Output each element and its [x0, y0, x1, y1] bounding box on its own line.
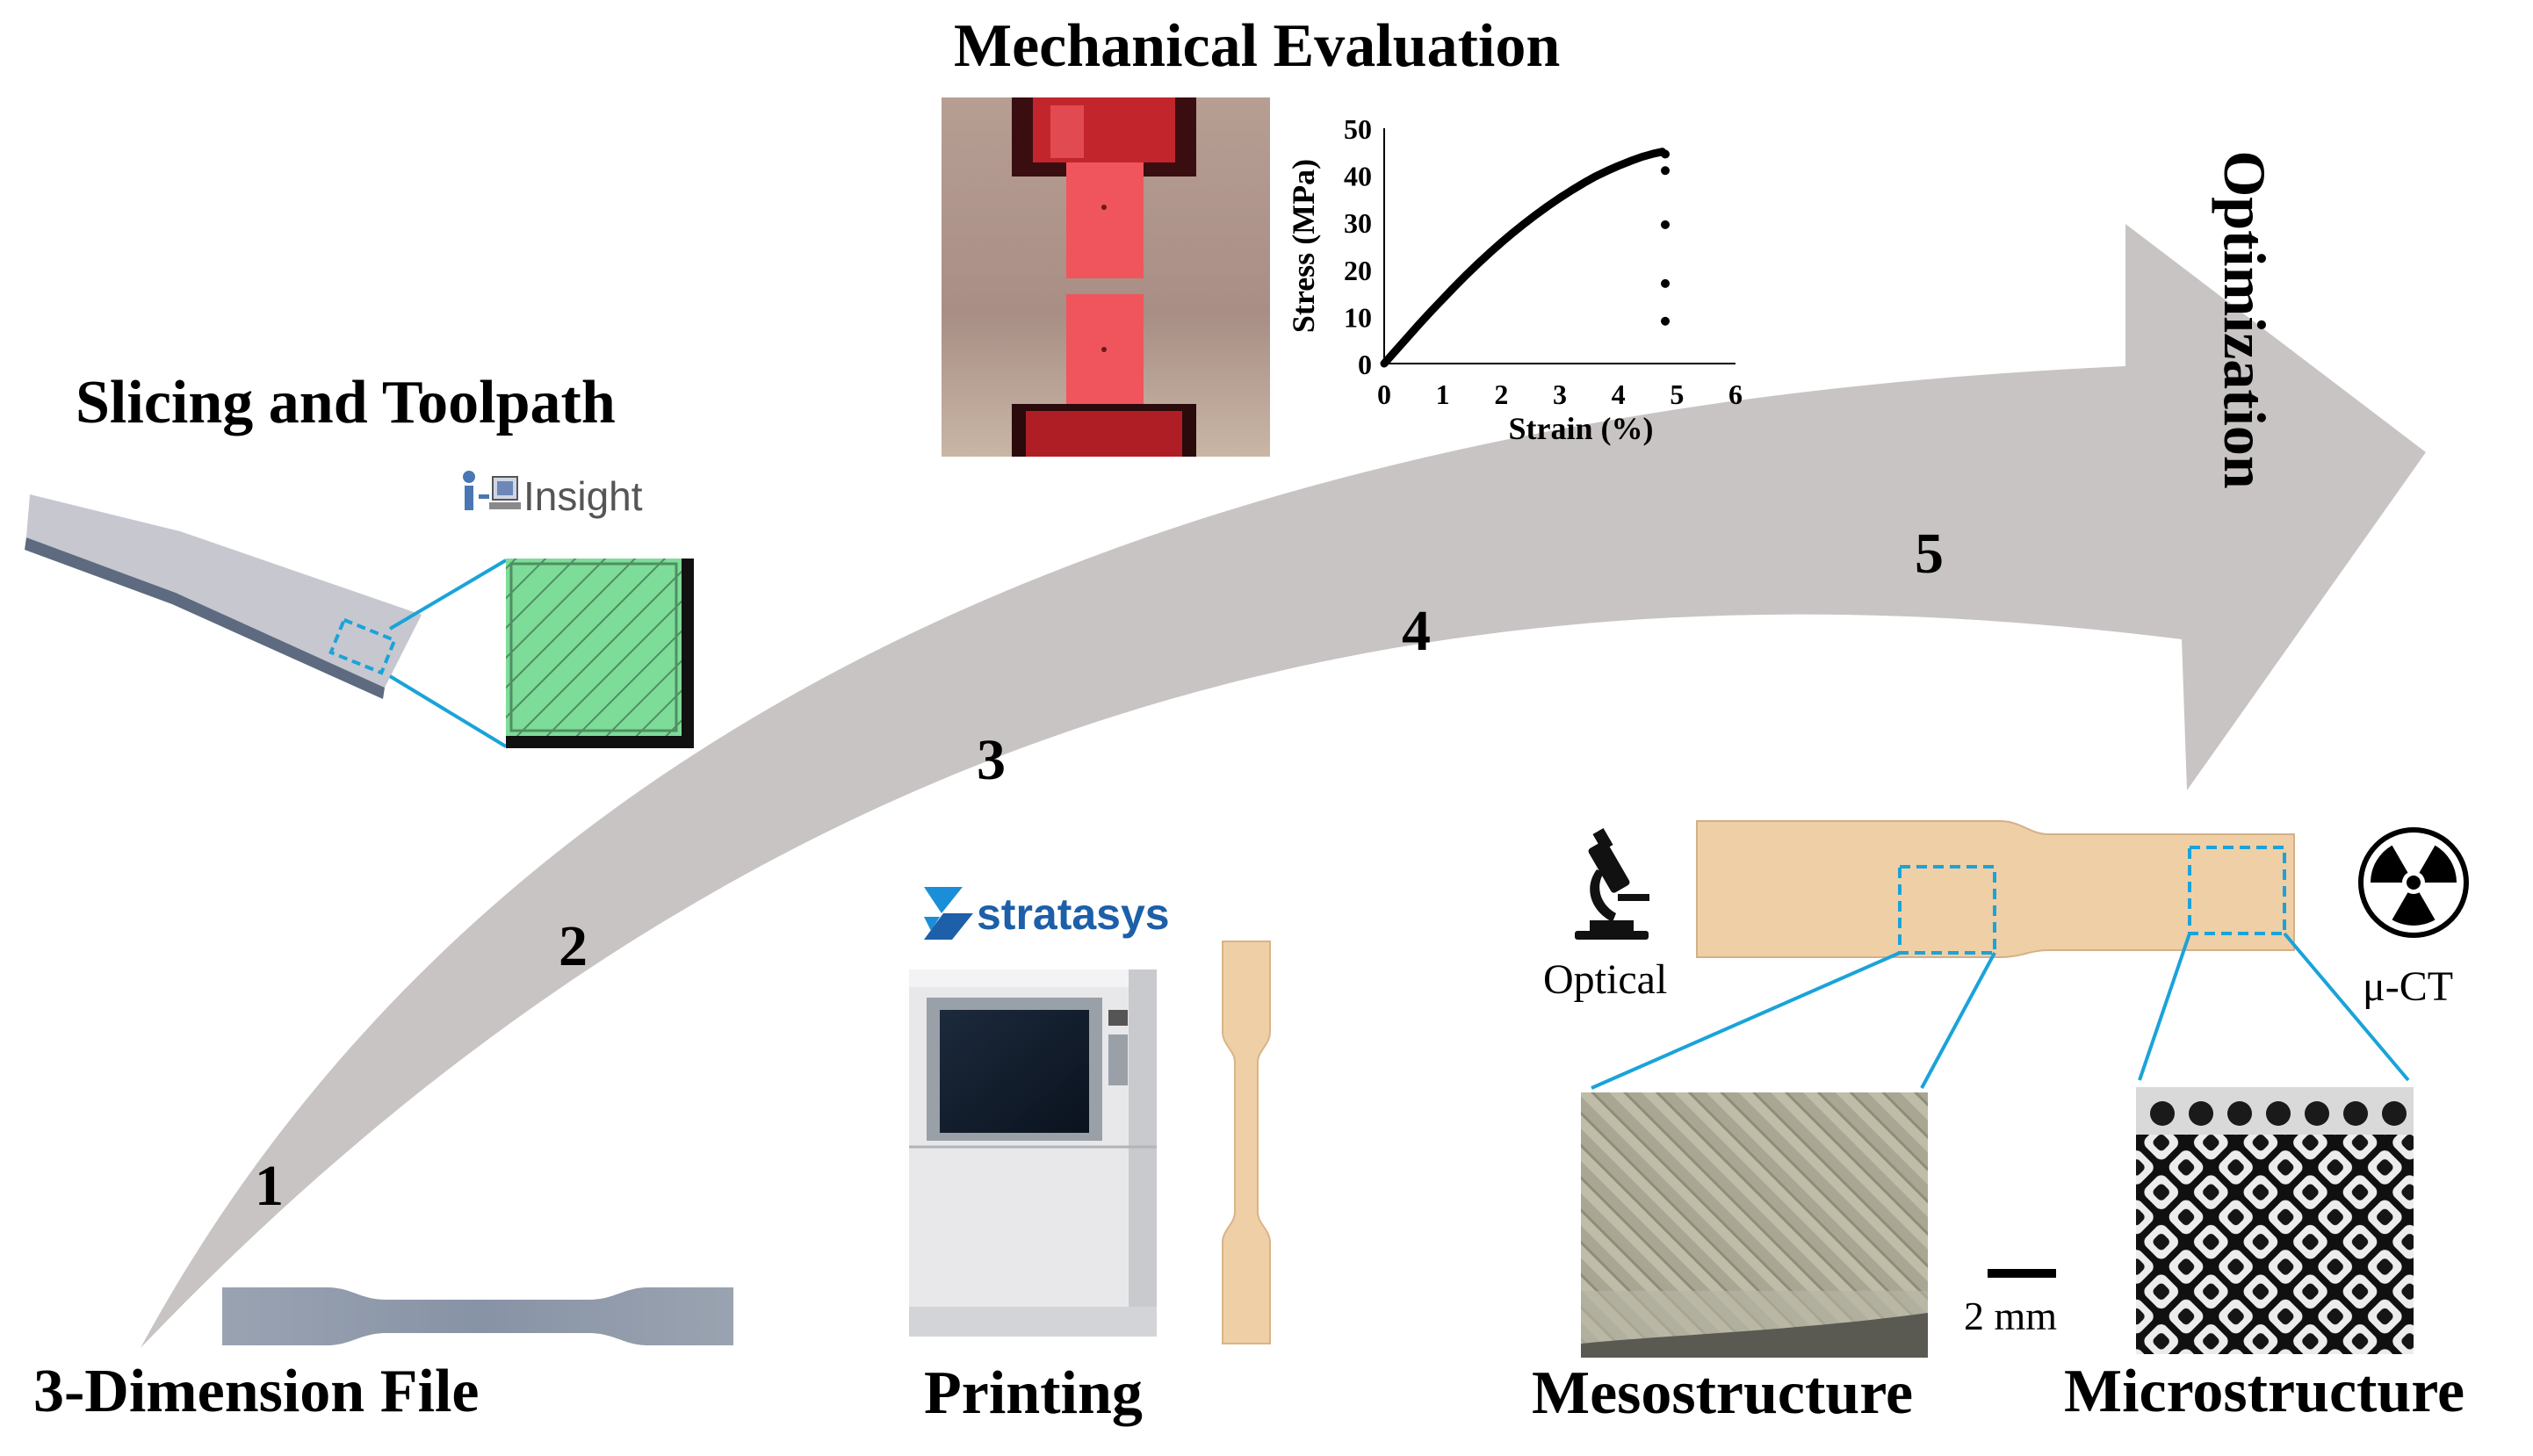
heading-printing: Printing — [924, 1359, 1143, 1427]
step-4: 4 — [1402, 599, 1431, 663]
chart-xlabel: Strain (%) — [1509, 411, 1654, 446]
printed-specimen — [1222, 941, 1271, 1344]
microstructure-image — [2136, 1087, 2414, 1354]
chart-point — [1661, 278, 1670, 288]
heading-mesostructure: Mesostructure — [1532, 1359, 1914, 1427]
heading-mechanical-evaluation: Mechanical Evaluation — [954, 12, 1561, 80]
label-micro-ct: μ-CT — [2363, 963, 2454, 1010]
chart-point — [1661, 316, 1670, 326]
insight-logo-text: Insight — [523, 473, 643, 519]
chart-xtick-label: 4 — [1612, 378, 1626, 410]
heading-slicing-toolpath: Slicing and Toolpath — [76, 369, 616, 436]
chart-point — [1661, 149, 1670, 159]
step-2: 2 — [559, 914, 588, 978]
chart-ytick-label: 0 — [1358, 349, 1372, 380]
step-3: 3 — [977, 728, 1006, 792]
chart-xtick-label: 5 — [1670, 378, 1684, 410]
chart-ylabel: Stress (MPa) — [1286, 159, 1321, 333]
sliced-specimen — [25, 494, 508, 748]
chart-point — [1661, 166, 1670, 176]
chart-ytick-label: 30 — [1344, 207, 1372, 239]
chart-ytick-label: 50 — [1344, 113, 1372, 145]
insight-logo-icon — [463, 471, 521, 510]
label-optical: Optical — [1543, 956, 1668, 1003]
stress-strain-chart: 0 10 20 30 40 50 0 1 2 3 4 5 6 Strain (%) Stress (M… — [1286, 113, 1743, 446]
label-scale-bar: 2 mm — [1964, 1294, 2058, 1338]
scale-bar — [1988, 1269, 2056, 1278]
chart-ytick-label: 40 — [1344, 161, 1372, 192]
chart-xtick-label: 3 — [1553, 378, 1567, 410]
step-1: 1 — [255, 1154, 284, 1218]
mesostructure-image — [1581, 1092, 1928, 1358]
stratasys-logo-text: stratasys — [977, 890, 1170, 939]
chart-xtick-label: 2 — [1494, 378, 1508, 410]
chart-xtick-label: 6 — [1728, 378, 1743, 410]
stratasys-logo-icon — [924, 887, 973, 940]
printed-specimen-horizontal — [1591, 820, 2410, 1090]
microscope-icon — [1575, 827, 1649, 940]
specimen-3d-model — [222, 1287, 733, 1345]
chart-xtick-label: 1 — [1436, 378, 1450, 410]
heading-optimization: Optimization — [2212, 150, 2278, 489]
workflow-arrow — [141, 224, 2426, 1348]
tensile-test-photo — [942, 97, 1270, 457]
fdm-printer — [909, 969, 1157, 1337]
chart-xtick-label: 0 — [1377, 378, 1391, 410]
step-5: 5 — [1915, 522, 1944, 586]
stress-strain-curve — [1380, 148, 1667, 368]
heading-3d-file: 3-Dimension File — [33, 1358, 480, 1425]
radiation-icon — [2358, 827, 2469, 938]
toolpath-inset — [506, 559, 694, 748]
chart-ytick-label: 20 — [1344, 255, 1372, 286]
chart-ytick-label: 10 — [1344, 301, 1372, 333]
heading-microstructure: Microstructure — [2064, 1358, 2465, 1425]
chart-point — [1661, 220, 1670, 229]
